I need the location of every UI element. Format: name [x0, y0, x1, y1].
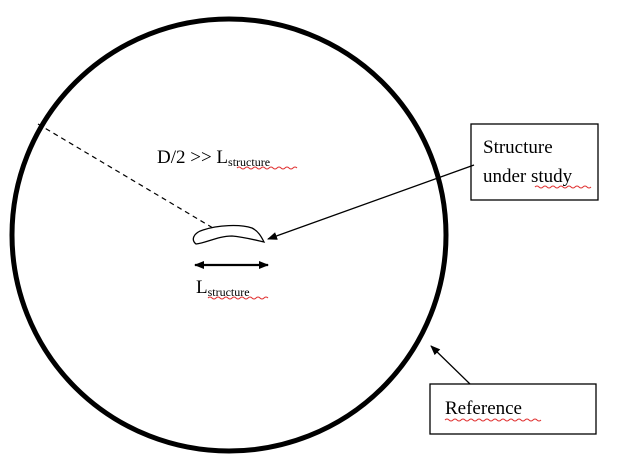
spellcheck-underline — [534, 185, 592, 189]
length-label: Lstructure — [196, 277, 250, 299]
reference-callout-box — [429, 383, 597, 435]
structure-callout-arrow — [267, 164, 475, 240]
spellcheck-underline — [236, 166, 298, 170]
radius-dashed-line — [37, 123, 214, 229]
reference-callout-arrow — [430, 345, 471, 385]
structure-callout-line2: under study — [483, 166, 573, 187]
reference-callout-text: Reference — [445, 398, 522, 419]
structure-shape — [192, 224, 266, 245]
spellcheck-underline — [207, 296, 269, 300]
reference-circle — [9, 16, 449, 454]
relation-label: D/2 >> Lstructure — [157, 147, 270, 169]
structure-callout-box — [470, 123, 599, 201]
structure-callout-line1: Structure — [483, 137, 553, 158]
spellcheck-underline — [444, 418, 542, 422]
